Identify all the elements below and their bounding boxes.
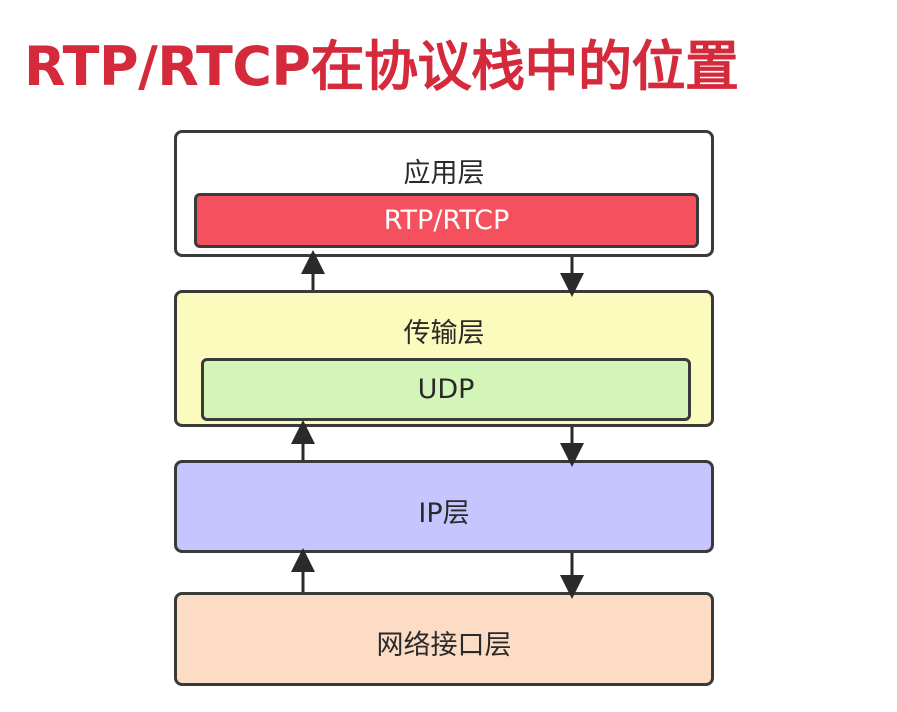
network-interface-layer-label: 网络接口层 [376, 630, 512, 661]
application-layer-label: 应用层 [403, 158, 485, 189]
ip-layer: IP层 [174, 460, 714, 553]
udp-box: UDP [201, 358, 691, 421]
ip-layer-label: IP层 [418, 498, 470, 529]
application-layer: 应用层 RTP/RTCP [174, 130, 714, 257]
rtp-rtcp-box: RTP/RTCP [194, 193, 699, 248]
network-interface-layer: 网络接口层 [174, 592, 714, 686]
transport-layer: 传输层 UDP [174, 290, 714, 427]
page-title: RTP/RTCP在协议栈中的位置 [24, 35, 739, 98]
transport-layer-label: 传输层 [403, 318, 485, 349]
